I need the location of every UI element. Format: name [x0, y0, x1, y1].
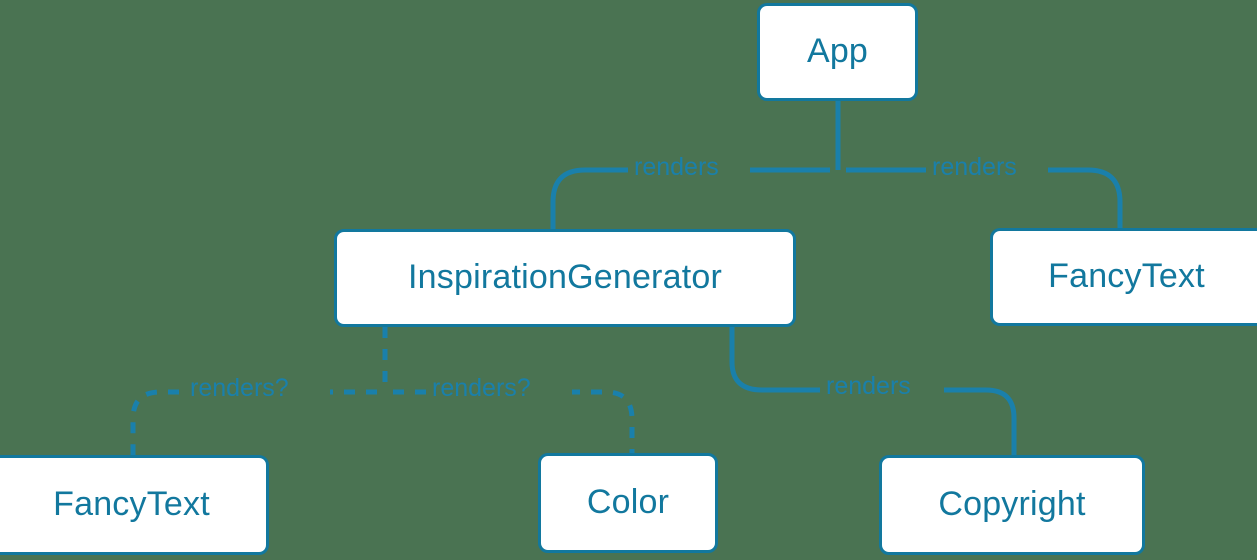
edge-app-to-fancytext-right: [846, 167, 1123, 228]
node-copyright-label: Copyright: [938, 485, 1086, 523]
edge-label-app-to-inspirationgenerator: renders: [634, 153, 719, 181]
node-fancytext-left[interactable]: FancyText: [0, 455, 269, 555]
node-inspiration-generator-label: InspirationGenerator: [408, 258, 722, 296]
edge-app-to-inspirationgenerator: [550, 167, 830, 229]
edge-label-app-to-fancytext: renders: [932, 153, 1017, 181]
node-fancytext-right[interactable]: FancyText: [990, 228, 1257, 326]
node-fancytext-left-label: FancyText: [53, 485, 210, 523]
node-color[interactable]: Color: [538, 453, 718, 553]
edge-label-inspirationgenerator-to-fancytext: renders?: [190, 374, 289, 402]
edge-label-inspirationgenerator-to-color: renders?: [432, 374, 531, 402]
label-knockout-inspgen-fancytext: [184, 374, 330, 410]
node-copyright[interactable]: Copyright: [879, 455, 1145, 555]
edge-label-inspirationgenerator-to-copyright: renders: [826, 372, 911, 400]
node-color-label: Color: [586, 483, 670, 521]
label-knockout-inspgen-color: [426, 374, 572, 410]
label-knockout-app-fancytext: [926, 152, 1048, 188]
node-fancytext-right-label: FancyText: [1048, 257, 1205, 295]
node-app-label: App: [806, 32, 869, 70]
label-knockout-app-inspgen: [628, 152, 750, 188]
label-knockout-inspgen-copyright: [820, 372, 944, 408]
node-inspiration-generator[interactable]: InspirationGenerator: [334, 229, 796, 327]
node-app[interactable]: App: [757, 3, 918, 101]
